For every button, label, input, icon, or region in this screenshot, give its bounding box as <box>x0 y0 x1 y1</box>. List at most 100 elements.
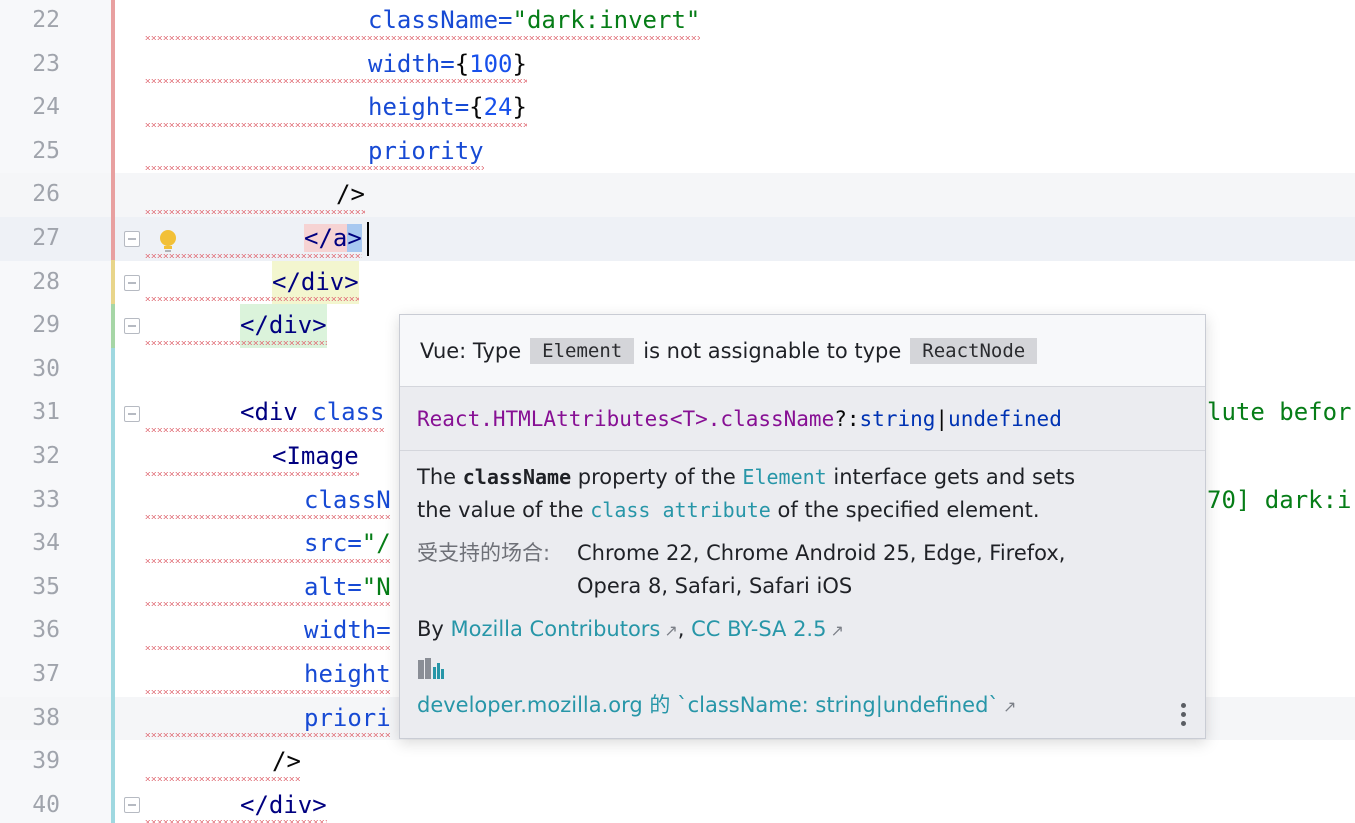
code-text[interactable]: </div> <box>272 260 359 305</box>
error-underline <box>145 297 359 302</box>
fold-icon[interactable] <box>124 275 140 291</box>
code-text[interactable]: height={24} <box>368 93 527 122</box>
code-text[interactable]: width= <box>304 616 391 645</box>
line-number: 25 <box>32 137 60 164</box>
error-underline <box>145 820 327 823</box>
code-line[interactable]: 29 </div> <box>0 304 1355 348</box>
type-chip-reactnode: ReactNode <box>910 337 1038 364</box>
mdn-link-text[interactable]: developer.mozilla.org 的 `className: stri… <box>417 693 999 717</box>
signature-type-string: string <box>859 406 936 431</box>
browser-support: 受支持的场合: Chrome 22, Chrome Android 25, Ed… <box>400 527 1205 603</box>
more-options-icon[interactable] <box>1181 703 1187 729</box>
code-text[interactable]: </a> <box>304 224 362 252</box>
code-text[interactable]: width={100} <box>368 49 527 78</box>
code-line[interactable]: 40</div> <box>0 784 1355 823</box>
class-attribute-link[interactable]: class attribute <box>590 498 771 522</box>
signature-type-undefined: undefined <box>948 406 1062 431</box>
documentation-popup[interactable]: Vue: Type Element is not assignable to t… <box>399 314 1206 739</box>
line-number: 33 <box>32 486 60 513</box>
error-underline <box>145 166 484 171</box>
code-text[interactable]: </div> <box>240 304 327 348</box>
error-underline <box>145 515 391 520</box>
desc-text: interface gets and sets <box>826 465 1076 489</box>
code-line[interactable]: 35 alt="N <box>0 566 1355 610</box>
mdn-link[interactable]: developer.mozilla.org 的 `className: stri… <box>417 689 1016 719</box>
by-prefix: By <box>417 617 451 641</box>
code-line[interactable]: 33 classN <box>0 479 1355 523</box>
external-link-icon: ↗ <box>830 621 844 640</box>
signature-union: | <box>935 406 949 431</box>
code-line[interactable]: 37 height <box>0 653 1355 697</box>
error-underline <box>145 645 391 650</box>
line-number: 32 <box>32 443 60 469</box>
change-marker-added[interactable] <box>111 348 115 823</box>
lightbulb-icon[interactable] <box>157 228 179 254</box>
code-line[interactable]: 28</div> <box>0 260 1355 305</box>
code-text[interactable]: alt="N <box>304 572 391 601</box>
code-text[interactable]: height <box>304 660 391 688</box>
text-caret <box>367 222 369 256</box>
error-prefix: Vue: Type <box>420 338 522 363</box>
code-text[interactable]: <div class <box>240 398 385 427</box>
error-underline <box>145 558 391 563</box>
error-underline <box>145 35 701 40</box>
code-text[interactable]: </div> <box>240 790 327 819</box>
line-number: 38 <box>32 704 60 731</box>
code-text[interactable]: /> <box>336 180 365 209</box>
code-text[interactable]: classN <box>304 485 391 514</box>
line-number: 29 <box>32 312 60 339</box>
code-text[interactable]: className="dark:invert" <box>368 6 701 34</box>
error-underline <box>145 776 301 781</box>
code-line[interactable]: 27</a> <box>0 217 1355 261</box>
code-text[interactable]: priority <box>368 136 484 165</box>
library-icon <box>418 658 444 679</box>
error-underline <box>145 733 391 738</box>
editor-gutter <box>0 0 112 823</box>
code-text[interactable]: <Image <box>272 442 359 470</box>
code-text[interactable]: priori <box>304 703 391 732</box>
code-line[interactable]: 23 width={100} <box>0 43 1355 87</box>
error-message: Vue: Type Element is not assignable to t… <box>400 315 1205 387</box>
desc-classname: className <box>462 465 572 489</box>
code-line[interactable]: 36 width= <box>0 609 1355 653</box>
code-line[interactable]: 30 <box>0 348 1355 392</box>
code-text[interactable]: /> <box>272 747 301 776</box>
line-number: 35 <box>32 573 60 600</box>
fold-icon[interactable] <box>124 797 140 813</box>
change-marker-modified[interactable] <box>111 260 115 304</box>
line-number: 24 <box>32 94 60 121</box>
external-link-icon: ↗ <box>1002 697 1017 716</box>
signature-optional: ?: <box>834 406 860 431</box>
fold-icon[interactable] <box>124 318 140 334</box>
line-number: 31 <box>32 399 60 426</box>
fold-icon[interactable] <box>124 231 140 247</box>
code-line[interactable]: 31 <div class <box>0 391 1355 435</box>
error-underline <box>145 253 362 258</box>
code-line[interactable]: 39 /> <box>0 740 1355 784</box>
code-line[interactable]: 26/> <box>0 173 1355 217</box>
code-text-overflow[interactable]: 70] dark:i <box>1207 485 1352 514</box>
element-link[interactable]: Element <box>742 465 827 489</box>
fold-icon[interactable] <box>124 406 140 422</box>
code-line[interactable]: 32 <Image <box>0 435 1355 479</box>
error-underline <box>145 209 365 214</box>
desc-text: property of the <box>571 465 743 489</box>
external-link-icon: ↗ <box>664 621 678 640</box>
code-text[interactable]: src="/ <box>304 529 391 558</box>
code-line[interactable]: 24 height={24} <box>0 86 1355 130</box>
by-separator: , <box>677 617 692 641</box>
line-number: 36 <box>32 617 60 644</box>
mozilla-contributors-link[interactable]: Mozilla Contributors <box>450 617 661 641</box>
line-number: 39 <box>32 748 60 775</box>
change-marker-modified[interactable] <box>111 0 115 260</box>
line-number: 23 <box>32 50 60 77</box>
license-link[interactable]: CC BY-SA 2.5 <box>691 617 827 641</box>
line-number: 37 <box>32 661 60 687</box>
change-marker-added[interactable] <box>111 304 115 348</box>
code-text-overflow[interactable]: lute befor <box>1207 398 1352 427</box>
code-line[interactable]: 25 priority <box>0 130 1355 174</box>
line-number: 30 <box>32 355 60 382</box>
